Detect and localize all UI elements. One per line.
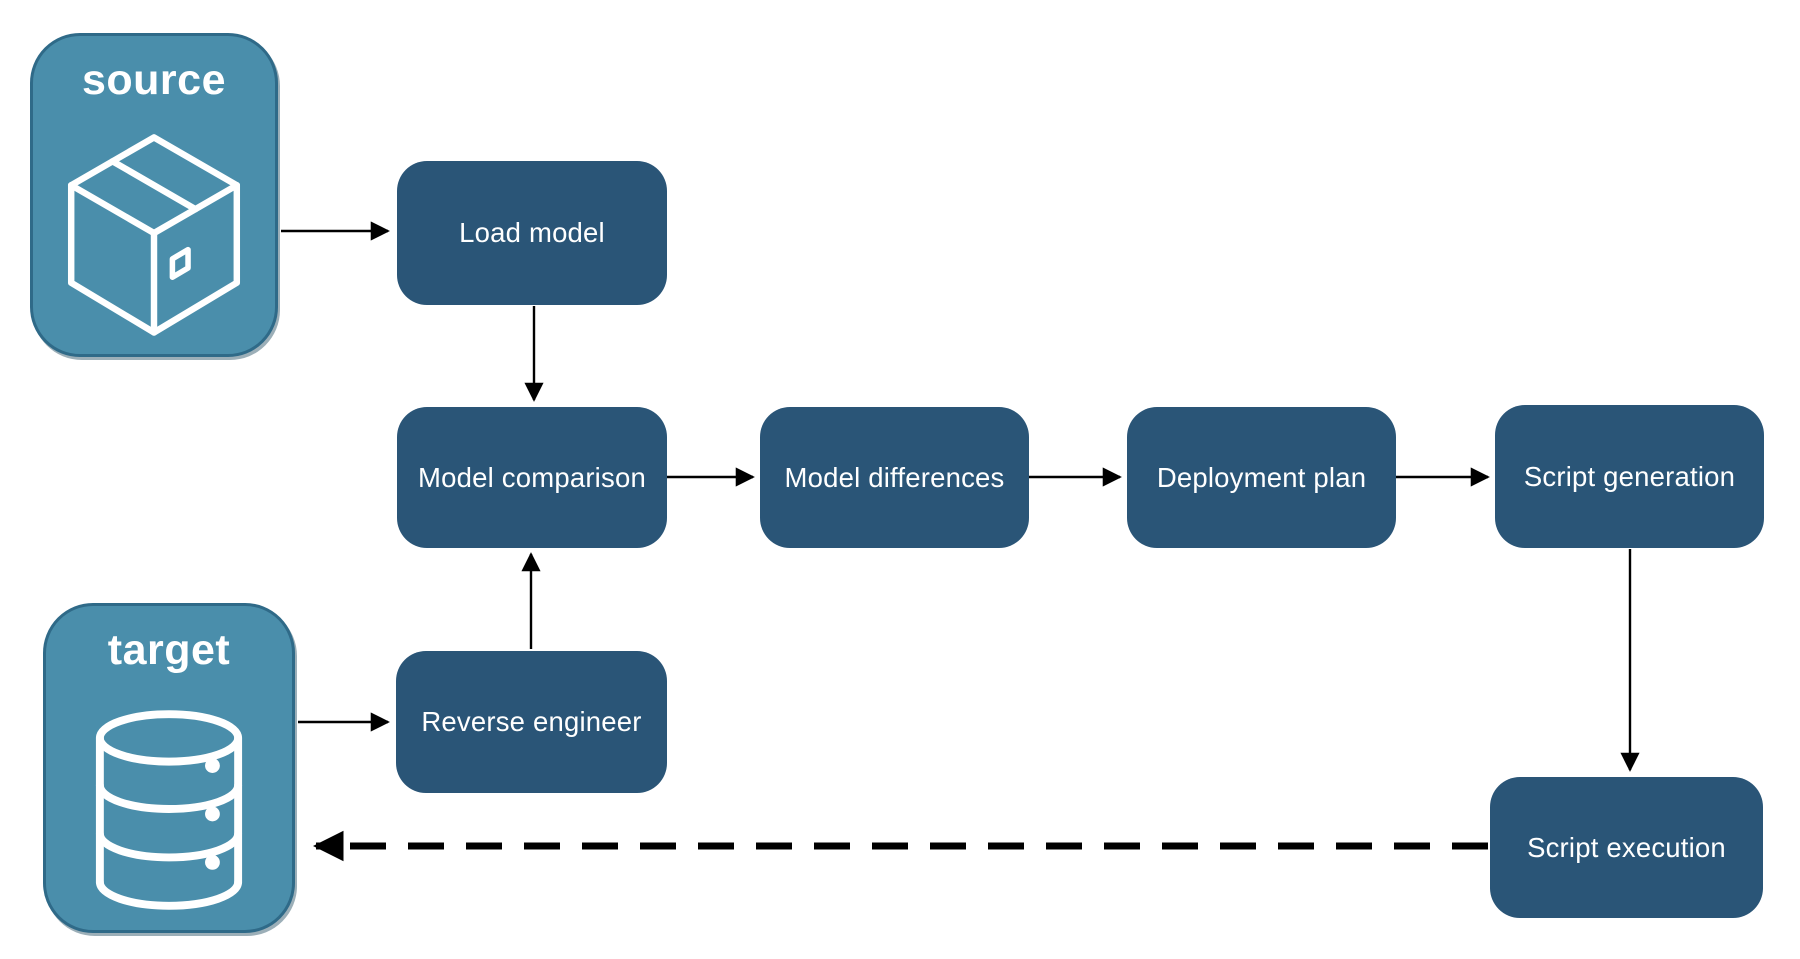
node-load-model-label: Load model [459, 217, 605, 249]
node-model-differences: Model differences [760, 407, 1029, 548]
package-icon [67, 134, 241, 336]
node-model-differences-label: Model differences [784, 461, 1005, 493]
node-deployment-plan-label: Deployment plan [1156, 461, 1367, 493]
database-icon [95, 710, 243, 910]
target-container: target [43, 603, 295, 933]
node-script-generation-label: Script generation [1523, 460, 1736, 492]
node-reverse-engineer-label: Reverse engineer [421, 706, 642, 738]
node-script-execution-label: Script execution [1527, 831, 1726, 863]
target-label: target [107, 626, 231, 674]
source-container: source [30, 33, 278, 357]
node-model-comparison: Model comparison [397, 407, 667, 548]
node-deployment-plan: Deployment plan [1127, 407, 1396, 548]
node-model-comparison-label: Model comparison [418, 461, 646, 493]
node-script-execution: Script execution [1490, 777, 1763, 918]
source-label: source [81, 56, 226, 104]
node-script-generation: Script generation [1495, 405, 1764, 548]
node-load-model: Load model [397, 161, 667, 305]
node-reverse-engineer: Reverse engineer [396, 651, 667, 793]
